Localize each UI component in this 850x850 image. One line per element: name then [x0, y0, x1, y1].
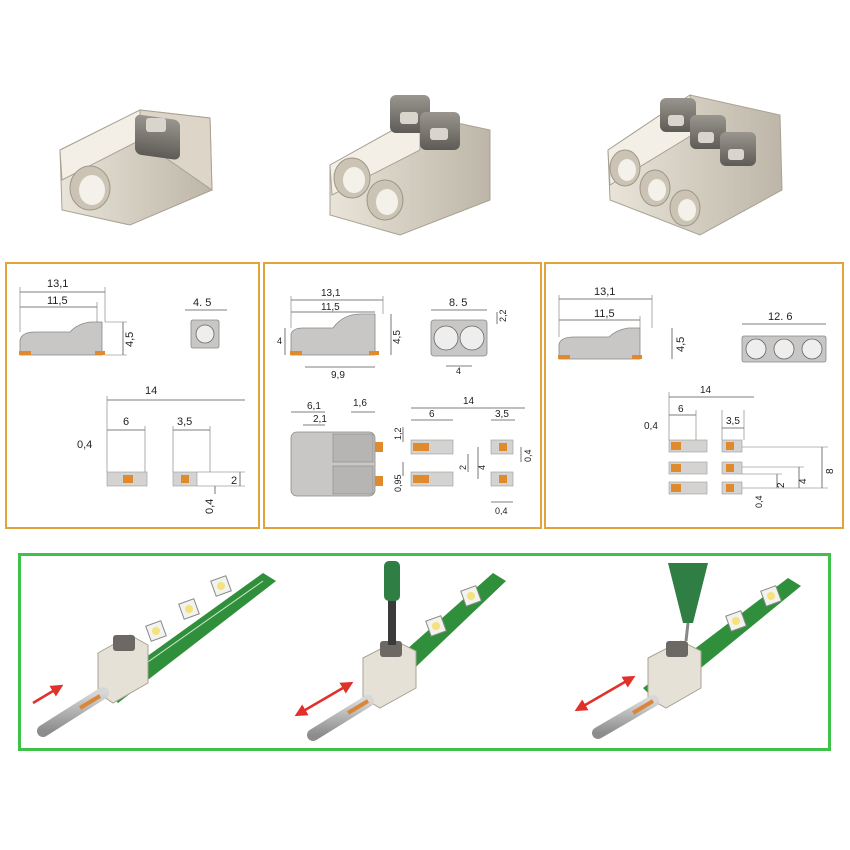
dim-0-4-b: 0,4 [754, 495, 764, 508]
dim-1-6: 1,6 [353, 398, 367, 409]
dim-11-5: 11,5 [594, 308, 615, 320]
connector-1-pole-render [59, 109, 213, 226]
installation-svg [32, 561, 801, 741]
dim-6: 6 [123, 416, 129, 428]
dim-1-2: 1,2 [393, 427, 403, 440]
connector-2-pole-render [329, 95, 491, 236]
panel-3-svg: 13,1 11,5 4,5 12. 6 14 6 3,5 0,4 8 4 2 0… [558, 286, 836, 508]
panel-1-svg: 13,1 11,5 4,5 4. 5 14 6 3,5 0,4 2 0,4 [19, 278, 245, 514]
dim-12-6: 12. 6 [768, 311, 792, 323]
dim-3-5: 3,5 [495, 409, 509, 420]
connector-3-pole-render [607, 94, 783, 236]
dim-11-5: 11,5 [321, 302, 340, 313]
panel-2-svg: 13,1 11,5 4 4,5 9,9 8. 5 2,2 4 6,1 1,6 2… [277, 288, 533, 516]
dim-4-5: 4,5 [392, 330, 403, 344]
dim-4-5: 4,5 [675, 337, 687, 352]
side-view-body [19, 321, 103, 356]
dim-2: 2 [458, 465, 468, 470]
dim-9-9: 9,9 [331, 370, 345, 381]
dim-front-4: 4 [456, 366, 461, 376]
step-3-release-wire [574, 563, 801, 739]
dim-13-1: 13,1 [47, 278, 68, 290]
dim-0-4-b: 0,4 [495, 506, 508, 516]
dim-6: 6 [678, 404, 684, 415]
dim-14: 14 [463, 396, 475, 407]
dim-3-5: 3,5 [726, 416, 740, 427]
dim-6: 6 [429, 409, 435, 420]
side-view-body [290, 313, 376, 356]
dim-2: 2 [231, 475, 237, 487]
dim-0-4-a: 0,4 [77, 439, 92, 451]
dim-13-1: 13,1 [321, 288, 341, 299]
panel-installation-steps [18, 553, 831, 751]
dim-2: 2 [776, 482, 787, 488]
dim-2-2: 2,2 [498, 309, 508, 322]
product-renders [59, 94, 783, 236]
panel-2-pole-drawing [263, 262, 542, 529]
dim-13-1: 13,1 [594, 286, 615, 298]
dim-0-4-a: 0,4 [523, 449, 533, 462]
dim-14: 14 [700, 385, 712, 396]
dim-fp-4: 4 [798, 478, 809, 484]
dim-8-5: 8. 5 [449, 297, 467, 309]
dim-0-95: 0,95 [393, 474, 403, 492]
step-1-insert-wire [32, 573, 276, 737]
dim-4: 4 [277, 336, 282, 346]
side-view-body [558, 327, 641, 360]
step-2-push-button-and-insert [294, 561, 506, 741]
dim-0-4-b: 0,4 [204, 499, 216, 514]
dim-3-5: 3,5 [177, 416, 192, 428]
dim-6-1: 6,1 [307, 401, 321, 412]
dim-fp-4: 4 [477, 465, 487, 470]
panel-3-pole-drawing [544, 262, 844, 529]
dim-front-4-5: 4. 5 [193, 297, 211, 309]
dim-14: 14 [145, 385, 157, 397]
dim-0-4-a: 0,4 [644, 421, 658, 432]
panel-1-pole-drawing [5, 262, 260, 529]
dim-4-5: 4,5 [124, 332, 136, 347]
dim-2-1: 2,1 [313, 414, 327, 425]
dim-8: 8 [825, 468, 836, 474]
dim-11-5: 11,5 [47, 295, 68, 307]
